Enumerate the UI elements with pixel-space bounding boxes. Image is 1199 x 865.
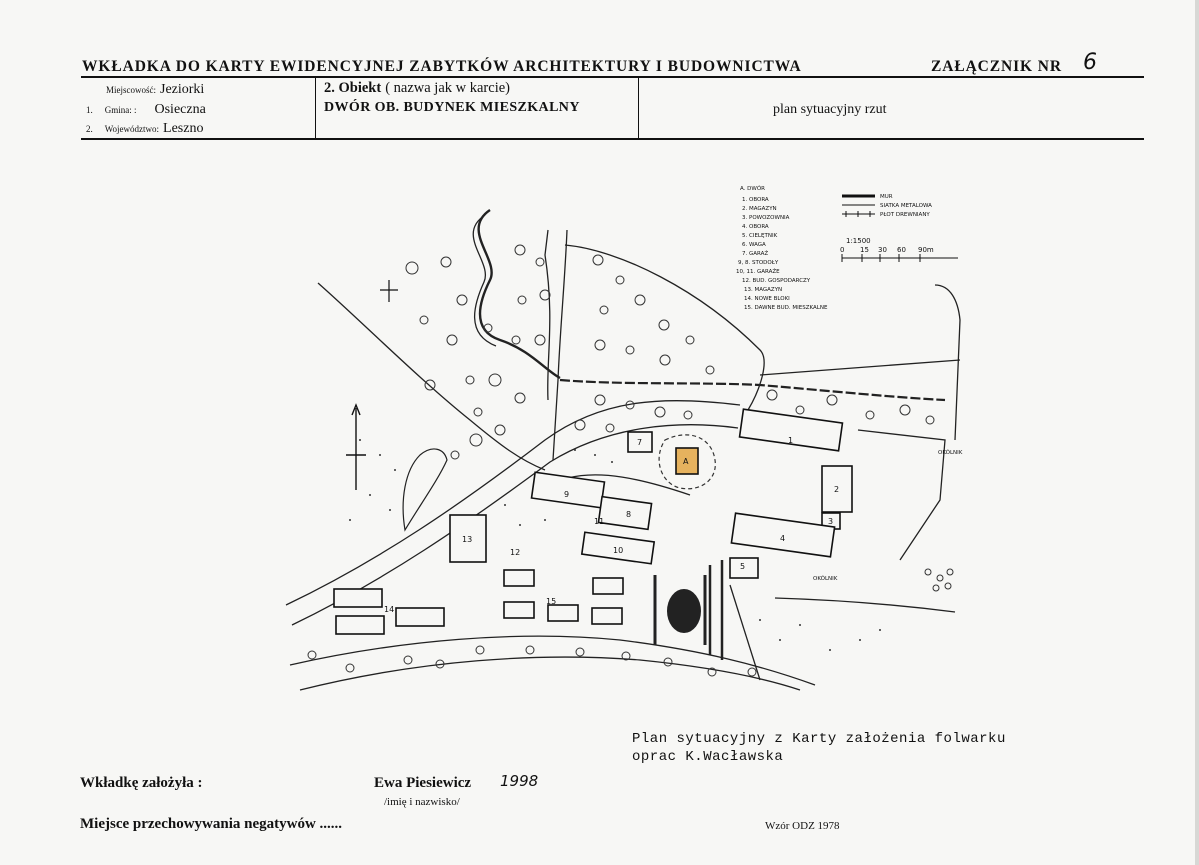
scale-tick: 90m — [918, 246, 934, 254]
building-label: 2 — [834, 485, 839, 494]
legend-item: 14. NOWE BLOKI — [744, 296, 790, 302]
scale-tick: 15 — [860, 246, 869, 254]
building-8 — [597, 495, 653, 531]
field-label: OKÓLNIK — [813, 575, 838, 582]
column-divider-2 — [638, 77, 639, 139]
line-legend-wall: MUR — [880, 194, 893, 200]
building-9 — [530, 471, 606, 509]
building-7 — [627, 431, 653, 453]
annex-label: ZAŁĄCZNIK NR — [931, 58, 1062, 75]
scale-tick: 0 — [840, 246, 844, 254]
legend-item: 13. MAGAZYN — [744, 287, 782, 293]
voivodeship-number: 2. — [86, 124, 93, 134]
building-label: 9 — [564, 490, 569, 499]
caption-line-1: Plan sytuacyjny z Karty założenia folwar… — [632, 731, 1006, 747]
page-edge — [1195, 0, 1199, 865]
pattern-reference: Wzór ODZ 1978 — [765, 820, 840, 832]
main-road-north-edge — [285, 399, 741, 606]
locality-label: Miejscowość: — [106, 85, 156, 95]
form-title: WKŁADKA DO KARTY EWIDENCYJNEJ ZABYTKÓW A… — [82, 58, 802, 75]
column-divider-1 — [315, 77, 316, 139]
author-name: Ewa Piesiewicz — [374, 775, 472, 791]
building-label: 1 — [788, 436, 793, 445]
header-bottom-rule — [81, 138, 1144, 140]
legend-item: 2. MAGAZYN — [742, 206, 777, 212]
building-label: 3 — [828, 517, 833, 526]
header-top-rule — [81, 76, 1144, 78]
manor-house-A — [675, 447, 699, 475]
object-label: 2. Obiekt — [324, 80, 382, 96]
object-name: DWÓR OB. BUDYNEK MIESZKALNY — [324, 100, 580, 115]
voivodeship-row: 2. Województwo: Leszno — [86, 119, 203, 137]
building-label: 13 — [462, 535, 472, 544]
legend-item: 12. BUD. GOSPODARCZY — [742, 278, 811, 284]
building-4 — [730, 512, 836, 558]
field-label: OKÓLNIK — [938, 449, 963, 456]
voivodeship-value: Leszno — [163, 121, 204, 136]
legend-item: 9, 8. STODOŁY — [738, 260, 779, 266]
legend-item: 7. GARAŻ — [742, 250, 768, 257]
object-label-row: 2. Obiekt ( nazwa jak w karcie) — [324, 79, 510, 97]
legend-item: 5. CIELĘTNIK — [742, 233, 778, 239]
scale-tick: 60 — [897, 246, 906, 254]
building-label: 4 — [780, 534, 785, 543]
line-legend-wood: PŁOT DREWNIANY — [880, 212, 930, 218]
caption-line-2: oprac K.Wacławska — [632, 749, 784, 765]
author-hint: /imię i nazwisko/ — [384, 796, 460, 808]
building-label: 7 — [637, 438, 642, 447]
building-label: 12 — [510, 548, 520, 557]
line-legend-fence: SIATKA METALOWA — [880, 203, 932, 209]
building-label: A — [683, 457, 689, 466]
year-handwritten: 1998 — [500, 772, 539, 790]
legend-item: 15. DAWNE BUD. MIESZKALNE — [744, 305, 828, 311]
commune-number: 1. — [86, 105, 93, 115]
building-label: 14 — [384, 605, 394, 614]
building-label: 15 — [546, 597, 556, 606]
commune-label: Gmina: : — [104, 105, 137, 115]
building-14a — [333, 588, 383, 608]
north-arrow-icon — [346, 403, 366, 490]
legend-item: 1. OBORA — [742, 197, 769, 203]
building-label: 8 — [626, 510, 631, 519]
legend-item: 10, 11. GARAŻE — [736, 268, 780, 275]
building-label: 10 — [613, 546, 623, 555]
cross-icon — [380, 280, 398, 302]
plan-type: plan sytuacyjny rzut — [773, 102, 887, 117]
pond — [667, 589, 701, 633]
created-by-label: Wkładkę założyła : — [80, 775, 203, 791]
legend-item: 4. OBORA — [742, 224, 769, 230]
negatives-location-label: Miejsce przechowywania negatywów ...... — [80, 816, 343, 832]
building-10 — [580, 531, 656, 565]
building-5 — [729, 557, 759, 579]
building-1 — [738, 408, 844, 452]
locality-row: Miejscowość: Jeziorki — [106, 80, 204, 98]
map-scale: 1:1500 — [846, 237, 871, 245]
object-label-note: ( nazwa jak w karcie) — [385, 80, 510, 96]
building-2 — [821, 465, 853, 513]
legend-item: A. DWÓR — [740, 185, 765, 192]
annex-number: 6 — [1083, 50, 1097, 75]
commune-value: Osieczna — [154, 102, 206, 117]
building-13 — [449, 514, 487, 563]
legend-item: 6. WAGA — [742, 242, 766, 248]
building-label: 11 — [594, 517, 604, 526]
building-label: 5 — [740, 562, 745, 571]
commune-row: 1. Gmina: : Osieczna — [86, 100, 206, 118]
legend-item: 3. POWOZOWNIA — [742, 215, 790, 221]
voivodeship-label: Województwo: — [104, 124, 160, 134]
locality-value: Jeziorki — [160, 82, 205, 97]
scale-tick: 30 — [878, 246, 887, 254]
